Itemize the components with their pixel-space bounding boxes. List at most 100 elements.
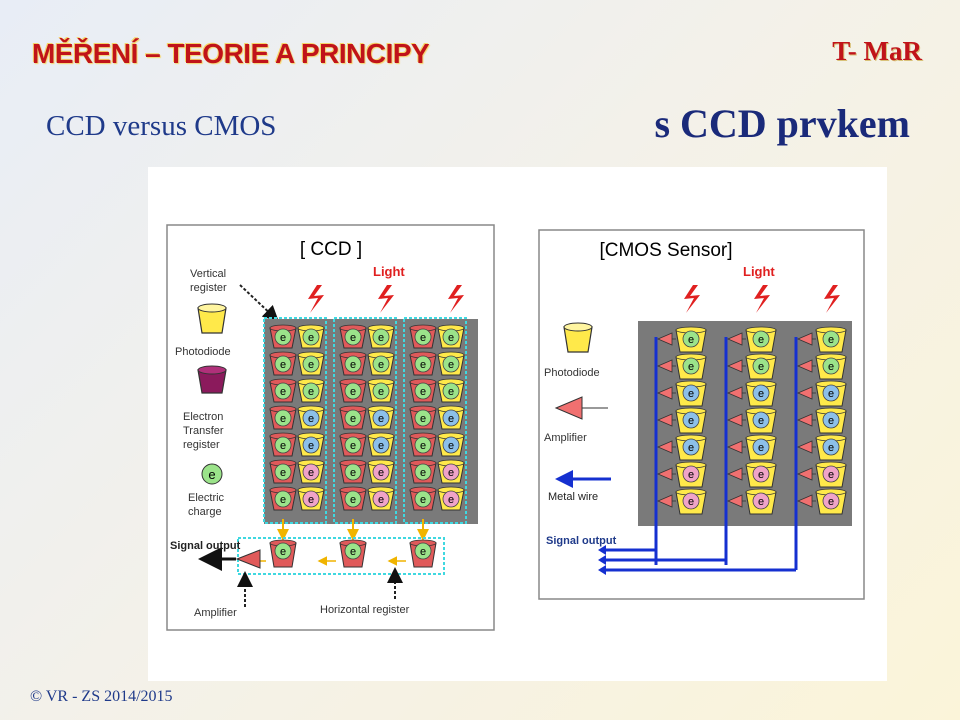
cmos-charge xyxy=(822,492,840,510)
cmos-metal-wires xyxy=(598,337,798,575)
ccd-charge-label: e xyxy=(350,494,356,506)
ccd-charge xyxy=(302,436,320,454)
ccd-charge-label: e xyxy=(448,332,454,344)
ccd-charge xyxy=(414,382,432,400)
ccd-charge-label: e xyxy=(378,467,384,479)
ccd-charge-label: e xyxy=(280,494,286,506)
cmos-charge-label: e xyxy=(828,496,834,508)
ccd-charge-label: e xyxy=(308,359,314,371)
ccd-charge xyxy=(302,328,320,346)
ccd-light-label: Light xyxy=(373,264,405,279)
ccd-charge-label: e xyxy=(350,332,356,344)
footer-copyright: © VR - ZS 2014/2015 xyxy=(30,688,173,705)
cmos-charge xyxy=(682,411,700,429)
ccd-charge xyxy=(344,490,362,508)
cmos-output-arrowhead xyxy=(598,565,606,575)
ccd-charge-label: e xyxy=(420,332,426,344)
ccd-charge-label: e xyxy=(378,332,384,344)
horizontal-charge xyxy=(414,542,432,560)
cmos-charge-label: e xyxy=(688,388,694,400)
electric-charge-icon xyxy=(201,463,223,485)
ccd-transfer-label-3: register xyxy=(183,439,220,451)
ccd-charge xyxy=(414,409,432,427)
horizontal-register-box xyxy=(237,537,445,575)
cmos-charge xyxy=(752,465,770,483)
cmos-charge xyxy=(682,384,700,402)
cmos-charge xyxy=(822,357,840,375)
ccd-charge-label: e xyxy=(448,440,454,452)
slide-headline: s CCD prvkem xyxy=(654,101,910,146)
diagram-canvas: [ CCD ] Light Vertical register Photodio… xyxy=(166,224,865,631)
cmos-charge-label: e xyxy=(828,469,834,481)
ccd-charge-label: e xyxy=(378,386,384,398)
cmos-light-bolt xyxy=(684,285,700,313)
ccd-light-bolt xyxy=(448,285,464,313)
cmos-light-label: Light xyxy=(743,264,775,279)
cmos-charge xyxy=(752,411,770,429)
ccd-vertical-register-label-2: register xyxy=(190,282,227,294)
ccd-charge xyxy=(414,463,432,481)
ccd-charge xyxy=(414,355,432,373)
ccd-charge-label: e xyxy=(280,386,286,398)
ccd-charge xyxy=(302,463,320,481)
ccd-charge xyxy=(372,490,390,508)
ccd-charge xyxy=(414,490,432,508)
ccd-charge xyxy=(372,436,390,454)
cmos-charge-label: e xyxy=(688,361,694,373)
ccd-charge-label: e xyxy=(280,359,286,371)
ccd-charge xyxy=(274,328,292,346)
ccd-charge-label-2: charge xyxy=(188,506,222,518)
ccd-amplifier-icon xyxy=(235,549,261,569)
ccd-charge-label: e xyxy=(280,440,286,452)
ccd-charge-label-1: Electric xyxy=(188,492,225,504)
ccd-charge xyxy=(302,409,320,427)
cmos-output-arrowhead xyxy=(598,555,606,565)
cmos-output-arrowhead xyxy=(598,545,606,555)
ccd-charge xyxy=(274,409,292,427)
cmos-charge-label: e xyxy=(828,388,834,400)
cmos-charge-label: e xyxy=(688,442,694,454)
cmos-charge xyxy=(682,330,700,348)
ccd-vertical-register-label-1: Vertical xyxy=(190,268,226,280)
cmos-charge-label: e xyxy=(828,361,834,373)
vertical-register-highlight xyxy=(403,317,467,524)
ccd-charge-label: e xyxy=(378,440,384,452)
ccd-charge xyxy=(344,328,362,346)
cmos-charge-label: e xyxy=(758,469,764,481)
ccd-charge-label: e xyxy=(308,467,314,479)
cmos-charge xyxy=(682,465,700,483)
ccd-charge xyxy=(372,355,390,373)
cmos-charge xyxy=(822,438,840,456)
cmos-charge xyxy=(682,438,700,456)
horizontal-charge xyxy=(274,542,292,560)
cmos-charge xyxy=(752,492,770,510)
ccd-charge xyxy=(344,409,362,427)
ccd-charge xyxy=(372,328,390,346)
ccd-legend-photodiode: Photodiode xyxy=(175,303,231,358)
horizontal-charge-label: e xyxy=(350,546,356,558)
ccd-charge xyxy=(442,409,460,427)
vertical-register-highlight xyxy=(333,317,397,524)
cmos-charge-label: e xyxy=(758,496,764,508)
ccd-charge xyxy=(274,436,292,454)
cmos-light-rays xyxy=(684,285,840,313)
ccd-charge xyxy=(442,328,460,346)
slide-title: MĚŘENÍ – TEORIE A PRINCIPY xyxy=(32,38,430,69)
ccd-charge xyxy=(302,382,320,400)
ccd-charge-label: e xyxy=(420,359,426,371)
ccd-charge xyxy=(442,382,460,400)
ccd-charge-label: e xyxy=(350,413,356,425)
ccd-charge-label: e xyxy=(420,494,426,506)
ccd-charge xyxy=(414,436,432,454)
ccd-charge-label: e xyxy=(308,440,314,452)
ccd-charge-label: e xyxy=(350,359,356,371)
ccd-charge-label: e xyxy=(378,494,384,506)
ccd-charge xyxy=(414,328,432,346)
ccd-panel: [ CCD ] Light Vertical register Photodio… xyxy=(166,224,495,631)
ccd-horizontal-register-label: Horizontal register xyxy=(320,604,410,616)
ccd-charge-label: e xyxy=(280,332,286,344)
ccd-charge xyxy=(302,355,320,373)
ccd-charge xyxy=(372,463,390,481)
